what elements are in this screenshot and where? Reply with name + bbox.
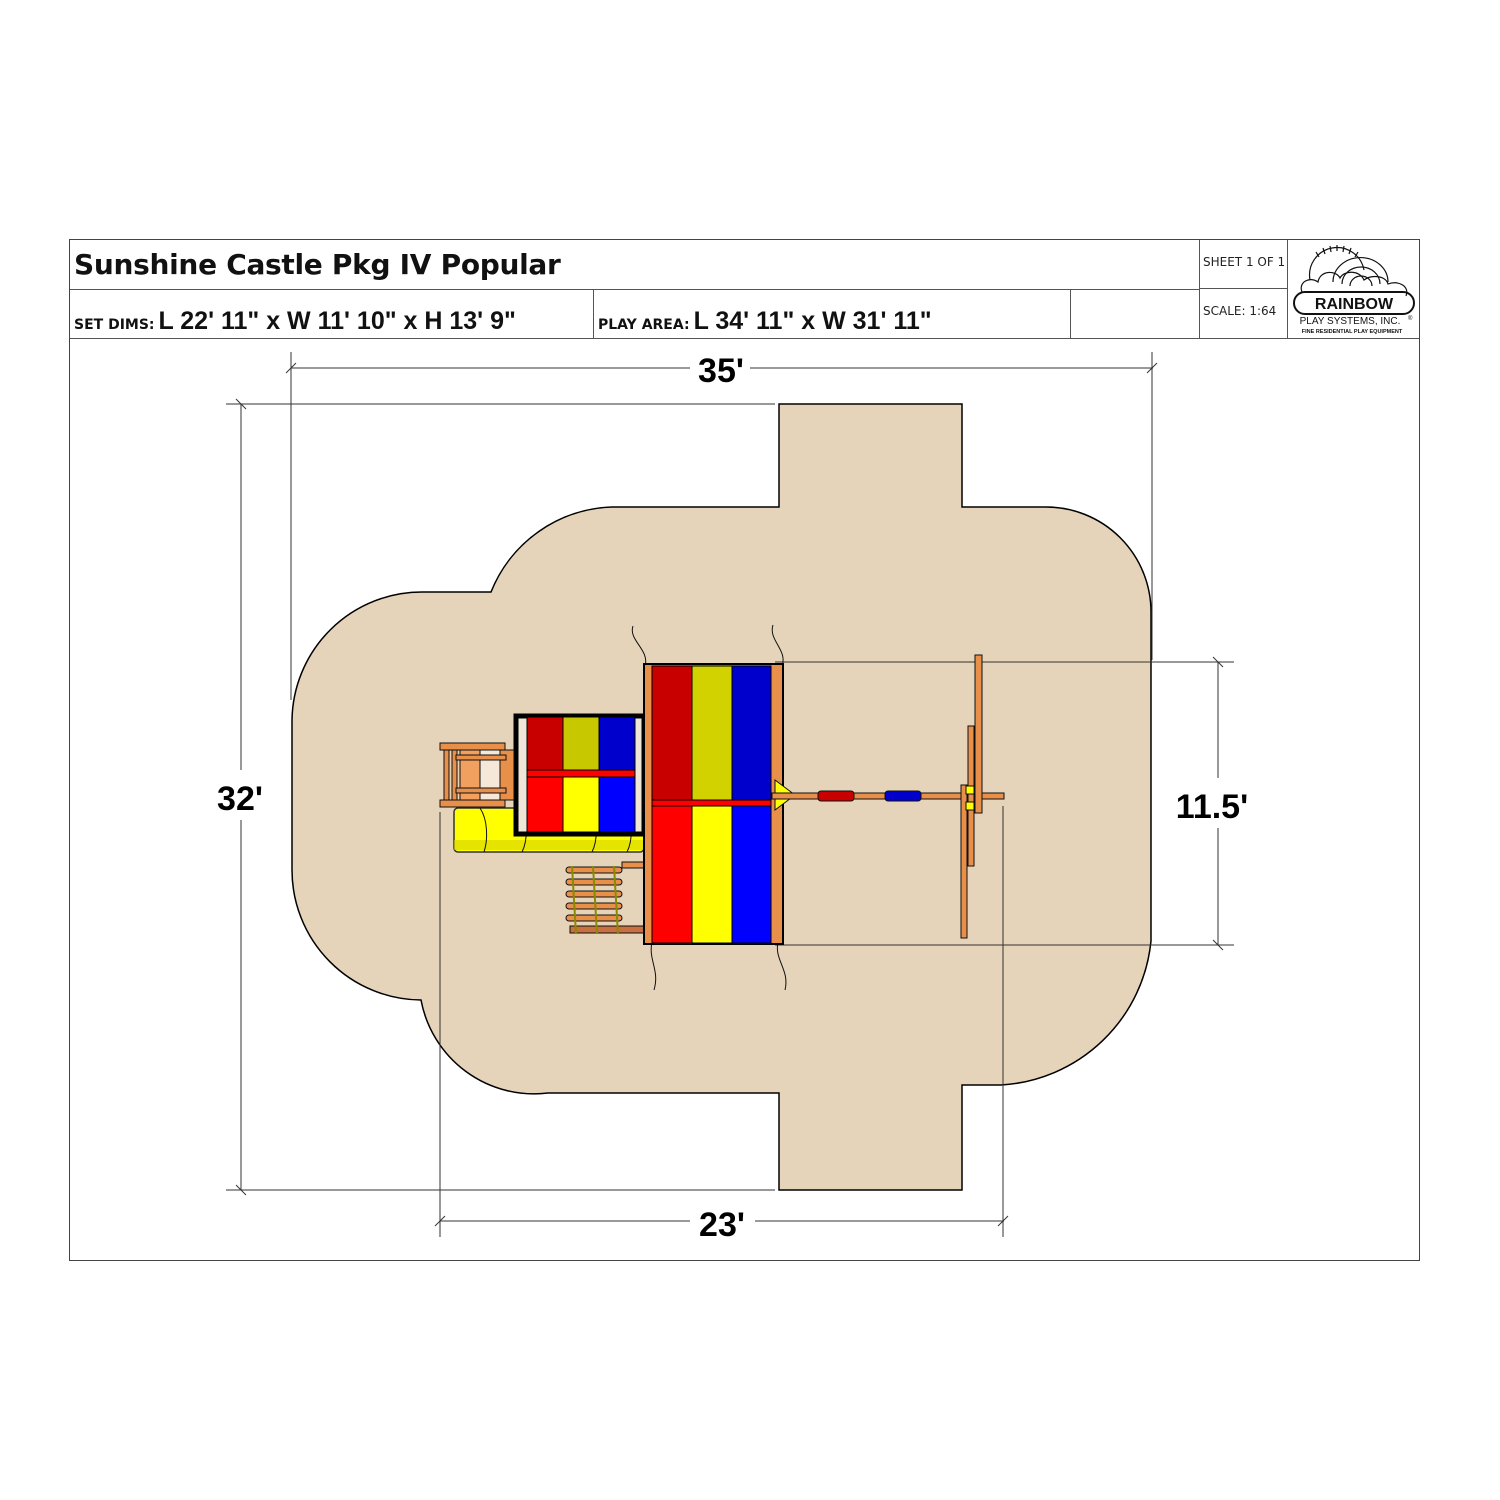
logo-registered: ® (1408, 315, 1413, 322)
set-dims-label: SET DIMS: (74, 317, 155, 333)
dim-11-5-label: 11.5' (1176, 788, 1248, 826)
play-area-label: PLAY AREA: (598, 317, 690, 333)
empty-cell (1071, 289, 1199, 338)
dim-32-line (226, 398, 775, 1196)
dim-11-5-line (775, 656, 1234, 951)
rainbow-cloud-icon: RAINBOW PLAY SYSTEMS, INC. ® FINE RESIDE… (1293, 245, 1415, 335)
dim-35-line (285, 352, 1158, 700)
main-tower (643, 663, 784, 945)
logo-company: PLAY SYSTEMS, INC. (1300, 316, 1401, 327)
scale-label: SCALE: 1:64 (1203, 304, 1277, 318)
set-dims-value: L 22' 11" x W 11' 10" x H 13' 9" (158, 307, 516, 335)
set-dims-cell: SET DIMS:L 22' 11" x W 11' 10" x H 13' 9… (70, 289, 594, 338)
break-lines (631, 624, 787, 991)
logo-brand: RAINBOW (1315, 296, 1394, 313)
play-area-cell: PLAY AREA:L 34' 11" x W 31' 11" (594, 289, 1071, 338)
dimensions-row: SET DIMS:L 22' 11" x W 11' 10" x H 13' 9… (70, 289, 1199, 338)
rope-ladder (565, 861, 647, 935)
dim-35-label: 35' (698, 352, 744, 390)
header-divider (70, 338, 1419, 339)
swing-beam (771, 654, 1005, 939)
dim-23-label: 23' (699, 1206, 745, 1244)
play-area-value: L 34' 11" x W 31' 11" (693, 307, 932, 335)
logo-tagline: FINE RESIDENTIAL PLAY EQUIPMENT (1302, 329, 1403, 335)
dim-23-line (434, 806, 1009, 1237)
dim-32-label: 32' (217, 780, 263, 818)
sheet-number: SHEET 1 OF 1 (1200, 240, 1288, 289)
entry-ladder (439, 742, 515, 808)
drawing-title: Sunshine Castle Pkg IV Popular (74, 248, 561, 281)
sheet-info-column: SHEET 1 OF 1 SCALE: 1:64 (1199, 240, 1288, 338)
small-tower (513, 713, 647, 837)
rainbow-logo: RAINBOW PLAY SYSTEMS, INC. ® FINE RESIDE… (1288, 240, 1420, 338)
